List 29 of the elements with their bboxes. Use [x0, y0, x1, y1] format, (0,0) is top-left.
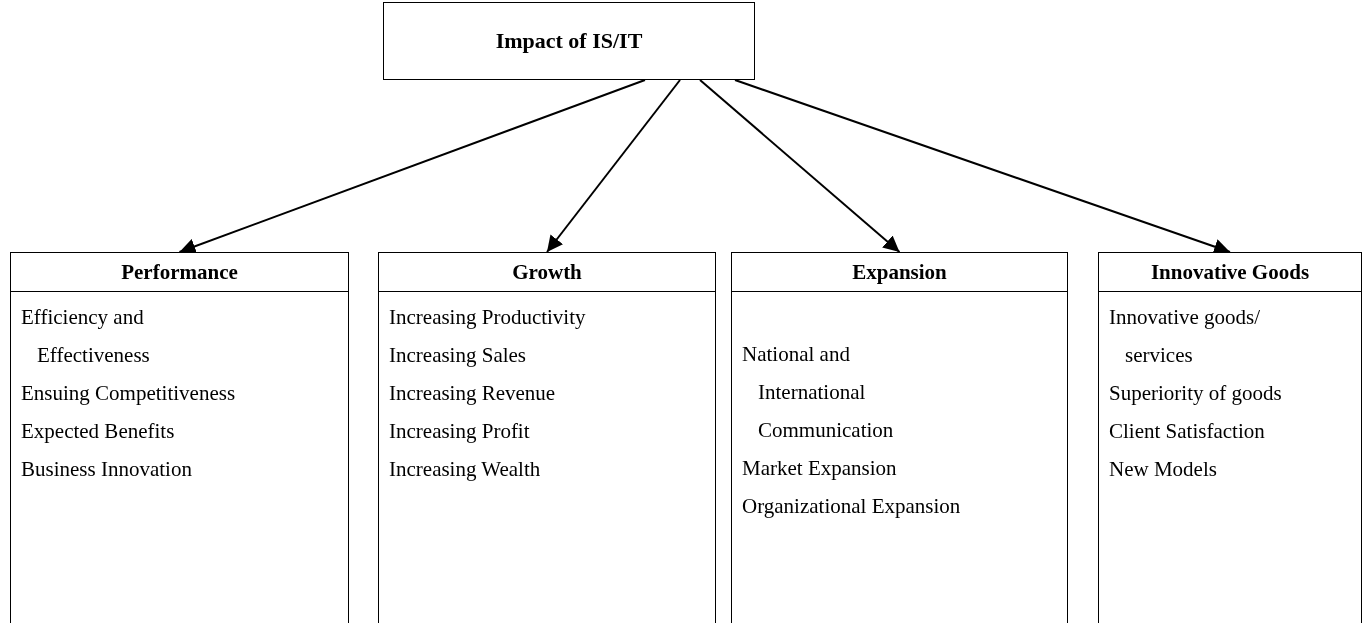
- list-item: Organizational Expansion: [741, 493, 962, 520]
- list-item: Increasing Revenue: [388, 380, 557, 407]
- column-heading: Innovative Goods: [1099, 253, 1361, 292]
- column-heading: Expansion: [732, 253, 1067, 292]
- category-box: [1098, 252, 1362, 623]
- list-item: National and International Communication: [741, 341, 895, 444]
- arrow: [699, 79, 901, 253]
- title-box: [383, 2, 755, 80]
- arrow: [178, 79, 646, 254]
- list-item: Innovative goods/ services: [1108, 304, 1262, 369]
- list-item: Efficiency and Effectiveness: [20, 304, 151, 369]
- column-heading: Performance: [11, 253, 348, 292]
- title-text: Impact of IS/IT: [495, 28, 643, 54]
- list-item: Expected Benefits: [20, 418, 176, 445]
- category-box: [378, 252, 716, 623]
- category-box: [10, 252, 349, 623]
- list-item: Market Expansion: [741, 455, 898, 482]
- list-item: Ensuing Competitiveness: [20, 380, 237, 407]
- list-item: Increasing Sales: [388, 342, 528, 369]
- list-item: Superiority of goods: [1108, 380, 1283, 407]
- column-heading: Growth: [379, 253, 715, 292]
- category-box: [731, 252, 1068, 623]
- arrow: [546, 79, 681, 253]
- list-item: Business Innovation: [20, 456, 193, 483]
- list-item: New Models: [1108, 456, 1218, 483]
- list-item: Increasing Productivity: [388, 304, 587, 331]
- list-item: Increasing Wealth: [388, 456, 542, 483]
- list-item: Client Satisfaction: [1108, 418, 1266, 445]
- list-item: Increasing Profit: [388, 418, 531, 445]
